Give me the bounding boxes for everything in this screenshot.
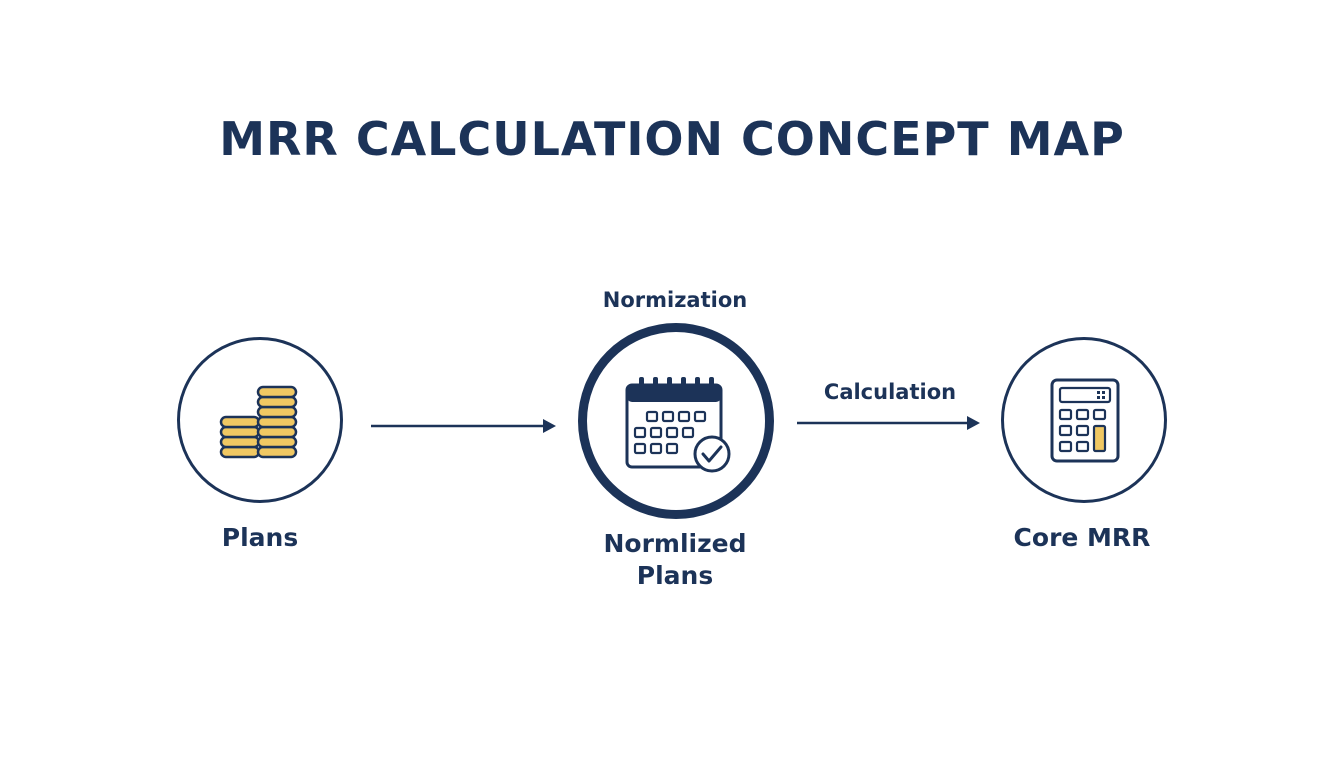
arrow-normalized-to-core-mrr bbox=[797, 416, 980, 430]
node-normalized-plans bbox=[578, 323, 774, 519]
node-plans bbox=[177, 337, 343, 503]
node-label-plans: Plans bbox=[221, 523, 299, 552]
node-core-mrr bbox=[1001, 337, 1167, 503]
node-label-core-mrr: Core MRR bbox=[1013, 523, 1151, 552]
page-title: MRR CALCULATION CONCEPT MAP bbox=[219, 112, 1125, 166]
edge-label-calculation: Calculation bbox=[823, 380, 957, 404]
node-label-normalized-line1: Normlized bbox=[603, 529, 747, 558]
arrow-plans-to-normalized bbox=[371, 419, 556, 433]
edge-label-normization: Normization bbox=[602, 288, 748, 312]
calculator-icon bbox=[1050, 378, 1120, 463]
coins-icon bbox=[219, 385, 298, 459]
node-label-normalized-line2: Plans bbox=[636, 561, 714, 590]
calendar-check-icon bbox=[625, 377, 731, 473]
